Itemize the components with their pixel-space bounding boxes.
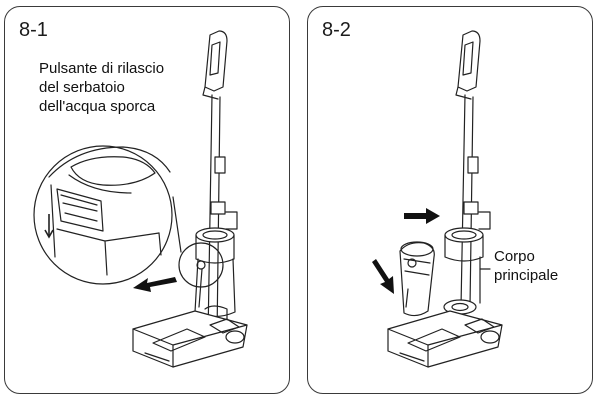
vacuum-release-illustration <box>33 30 248 368</box>
main-body-caption: Corpo principale <box>494 247 558 285</box>
caption-line-1: Pulsante di rilascio <box>39 60 165 77</box>
vacuum-remove-tank-illustration <box>372 30 503 368</box>
floor-head <box>132 305 248 368</box>
release-button-caption: Pulsante di rilascio del serbatoio dell'… <box>39 59 164 116</box>
right-arrow-icon <box>404 208 440 224</box>
down-arrow-icon <box>44 214 54 239</box>
caption-line-3: dell'acqua sporca <box>39 98 156 115</box>
handle-grip <box>202 30 228 100</box>
floor-head <box>387 310 503 368</box>
caption-line-2: principale <box>494 267 559 284</box>
zoom-detail <box>33 145 173 285</box>
caption-line-1: Corpo <box>494 248 535 265</box>
main-body <box>194 227 236 318</box>
vacuum-tube <box>207 94 238 338</box>
handle-grip <box>455 30 481 100</box>
panel-8-1: 8-1 Pulsante di rilascio del serbatoio d… <box>4 6 290 394</box>
panel-number: 8-2 <box>322 19 351 41</box>
dust-tank <box>399 241 435 317</box>
vacuum-tube <box>460 94 491 308</box>
left-arrow-icon <box>133 277 177 292</box>
down-diagonal-arrow-icon <box>372 259 394 294</box>
zoom-target-circle <box>178 242 224 288</box>
panel-number: 8-1 <box>19 19 48 41</box>
main-body <box>443 227 484 315</box>
caption-line-2: del serbatoio <box>39 79 125 96</box>
zoom-connector <box>172 196 182 253</box>
panel-8-2: 8-2 Corpo principale <box>307 6 593 394</box>
